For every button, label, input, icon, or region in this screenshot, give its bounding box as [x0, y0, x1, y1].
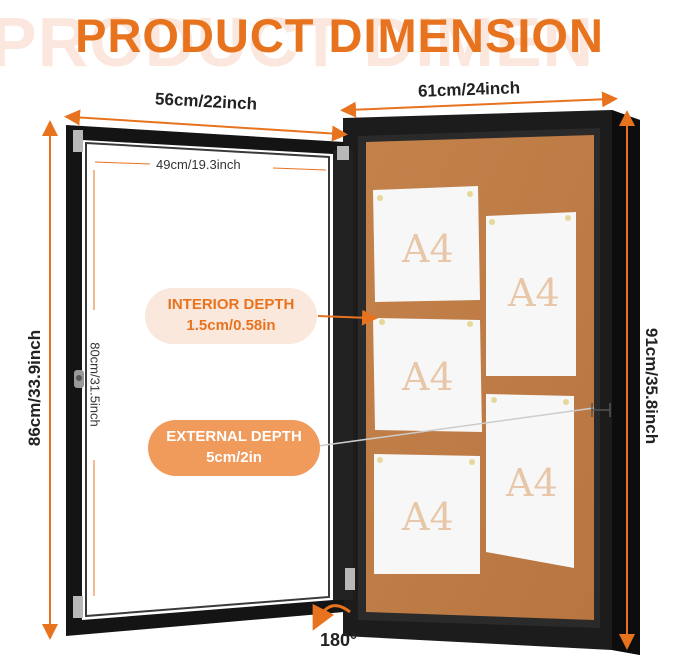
cabinet-height-label: 91cm/35.8inch — [642, 327, 661, 445]
paper-label: A4 — [401, 227, 454, 271]
interior-depth-value: 1.5cm/0.58in — [186, 317, 276, 334]
title-watermark: PRODUCT DIMEN — [0, 3, 595, 81]
paper-sheet — [486, 394, 574, 568]
open-door — [66, 125, 353, 636]
external-depth-line — [317, 407, 595, 447]
door-inner-height-label: 80cm/31.5inch — [87, 342, 103, 427]
external-depth-value: 5cm/2in — [206, 449, 262, 466]
external-depth-title: EXTERNAL DEPTH — [166, 428, 302, 445]
paper-label: A4 — [401, 495, 454, 539]
page-title: PRODUCT DIMENSION — [75, 9, 604, 62]
interior-depth-callout: INTERIOR DEPTH 1.5cm/0.58in — [145, 288, 317, 344]
paper-label: A4 — [401, 355, 454, 399]
rotation-arrow-icon — [312, 603, 351, 631]
hinge — [73, 596, 83, 618]
cabinet-width-label: 61cm/24inch — [417, 78, 521, 101]
paper-sheet — [374, 454, 480, 574]
interior-depth-title: INTERIOR DEPTH — [167, 296, 295, 313]
cabinet-width-line — [340, 91, 618, 118]
hinge — [337, 146, 349, 160]
paper-sheet — [486, 212, 576, 376]
door-height-label: 86cm/33.9inch — [25, 329, 44, 447]
door-width-line — [64, 109, 348, 142]
hinge — [73, 130, 83, 152]
paper-sheet — [373, 186, 480, 302]
rotation-angle-label: 180° — [320, 630, 358, 650]
paper-label: A4 — [507, 271, 560, 315]
hinge — [345, 568, 355, 590]
paper-label: A4 — [505, 461, 558, 505]
external-depth-callout: EXTERNAL DEPTH 5cm/2in — [148, 420, 320, 476]
door-inner-width-label: 49cm/19.3inch — [156, 157, 241, 172]
paper-sheet — [373, 318, 482, 432]
lock-icon — [74, 370, 84, 388]
push-pins — [377, 191, 571, 465]
interior-depth-line — [317, 309, 378, 326]
paper-sheets — [373, 186, 576, 574]
